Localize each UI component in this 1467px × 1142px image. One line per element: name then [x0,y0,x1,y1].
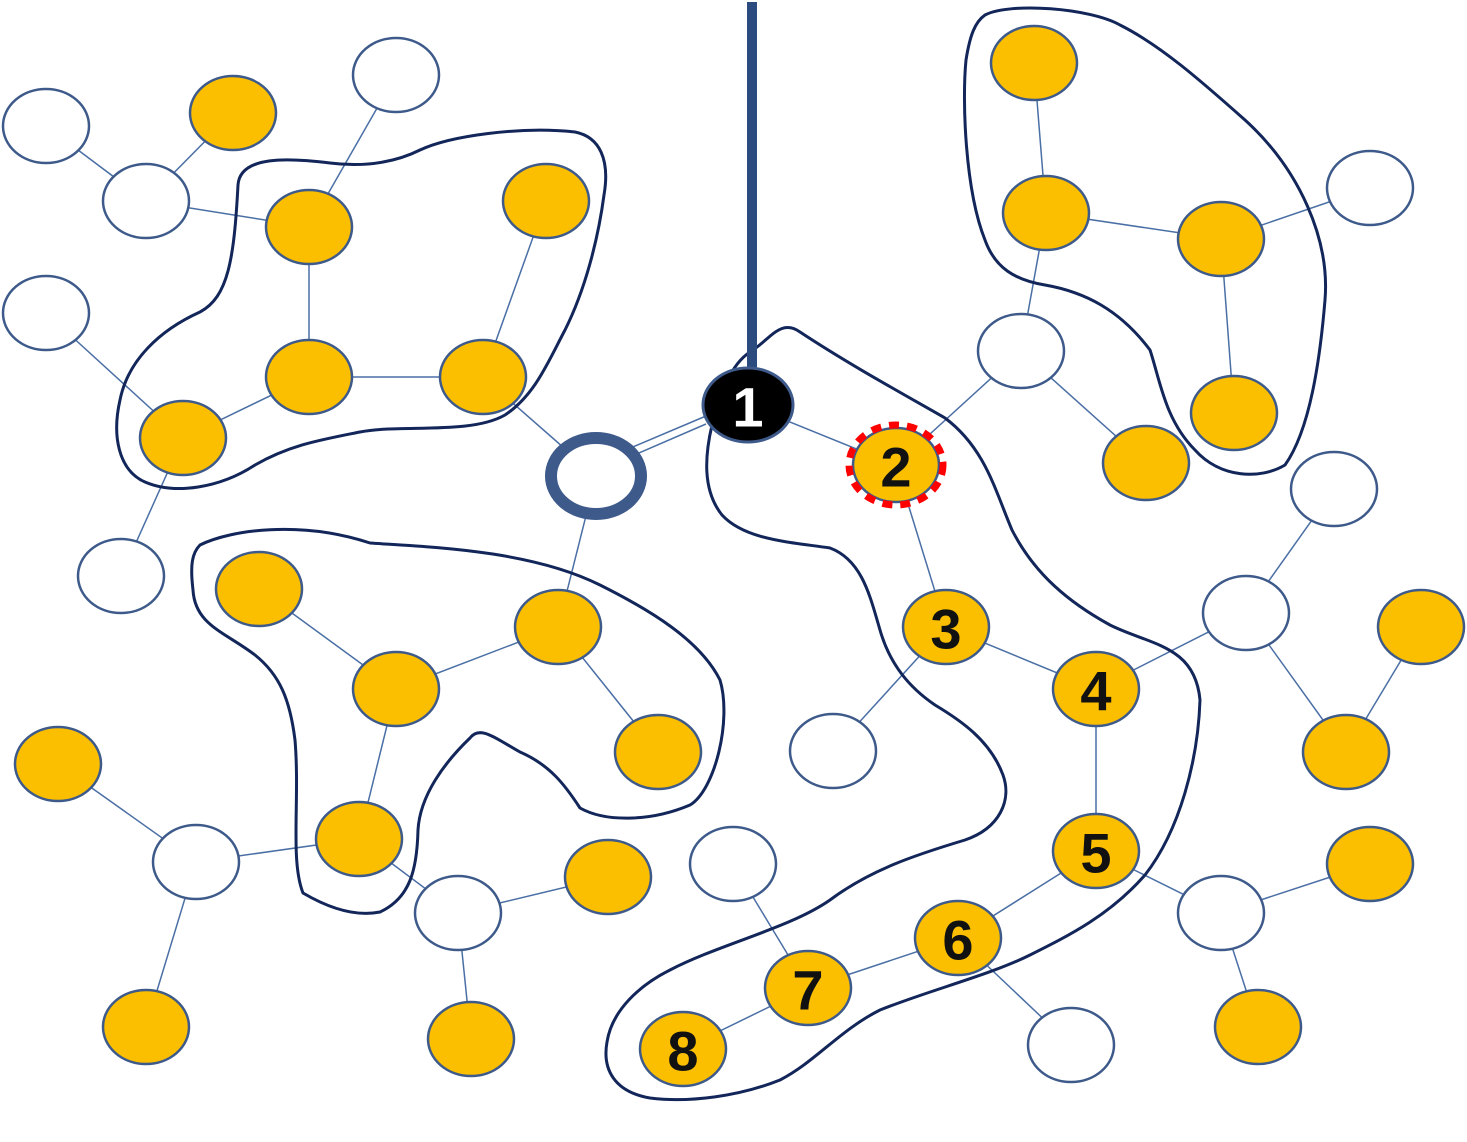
path-outline-numbered [604,326,1202,1102]
filled-node [501,162,591,240]
nodes-layer [1,24,1466,1088]
empty-node [151,823,241,901]
filled-node [901,588,991,666]
filled-node [1051,812,1141,890]
node-label-6: 6 [942,909,973,972]
filled-node [638,1010,728,1088]
filled-node [264,188,354,266]
regions-layer [115,6,1328,1102]
node-label-8: 8 [667,1020,698,1083]
filled-node [214,550,304,628]
filled-node [1101,424,1191,502]
hollow-ring-node [545,432,647,520]
node-label-3: 3 [930,598,961,661]
empty-node [413,874,503,952]
filled-node [438,338,528,416]
source-node [701,366,795,444]
node-label-4: 4 [1080,660,1111,723]
filled-node [513,588,603,666]
filled-node [1001,174,1091,252]
filled-node [351,650,441,728]
node-label-1: 1 [732,376,763,439]
empty-node [1,274,91,352]
filled-node [1376,588,1466,666]
filled-node [314,800,404,878]
empty-node [351,36,441,114]
empty-node [976,312,1066,390]
filled-node [989,24,1079,102]
filled-node [1325,825,1415,903]
filled-node [1213,988,1303,1066]
filled-node [1189,374,1279,452]
node-label-2: 2 [880,436,911,499]
empty-node [1201,574,1291,652]
filled-node [1051,650,1141,728]
filled-node [613,713,703,791]
filled-node [426,1000,516,1078]
filled-node [13,725,103,803]
highlight-ring [845,421,947,509]
empty-node [101,162,191,240]
cluster-outline-top-right [962,6,1328,476]
filled-node [913,899,1003,977]
empty-node [688,825,778,903]
labels-layer: 1 2 3 4 5 6 7 8 [667,376,1111,1083]
filled-node [264,338,354,416]
filled-node [101,988,191,1066]
filled-node [188,74,278,152]
filled-node [1176,200,1266,278]
filled-node [563,838,653,916]
node-label-5: 5 [1080,822,1111,885]
filled-node [763,949,853,1027]
empty-node [788,712,878,790]
filled-node [1301,713,1391,791]
empty-node [1325,149,1415,227]
cluster-outline-middle-left [190,527,726,915]
empty-node [1289,450,1379,528]
edge [631,423,707,457]
node-label-7: 7 [792,959,823,1022]
empty-node [76,537,166,615]
empty-node [1,87,91,165]
filled-node [138,399,228,477]
edge [627,415,707,450]
cluster-outline-top-left [115,128,608,490]
empty-node [1026,1006,1116,1084]
empty-node [1176,874,1266,952]
